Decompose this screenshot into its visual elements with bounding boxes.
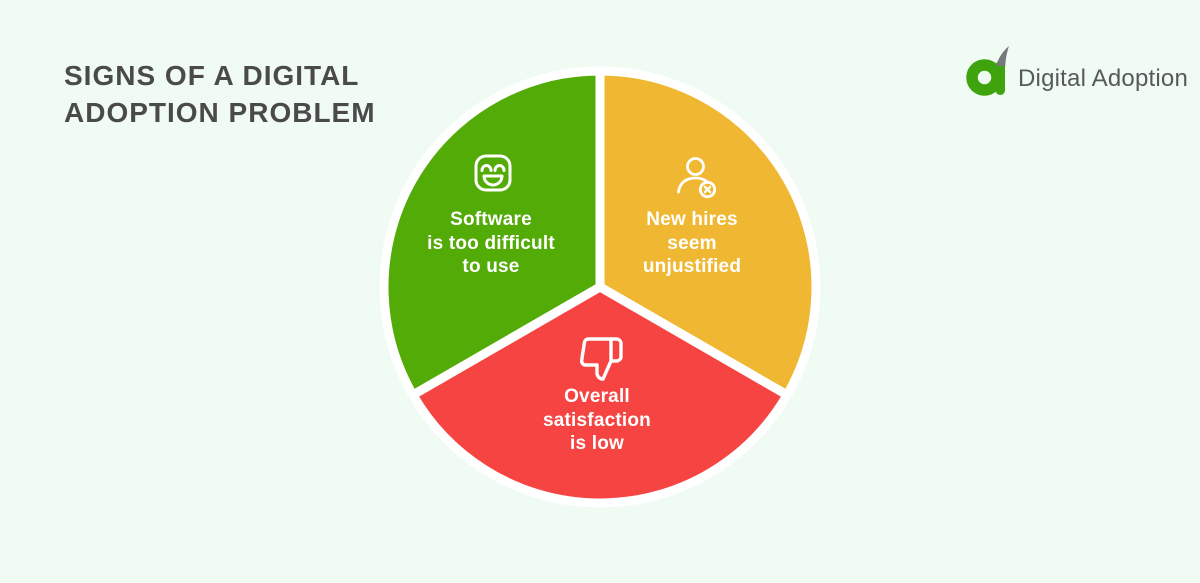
label-line: satisfaction	[543, 409, 651, 431]
label-line: is low	[570, 433, 624, 454]
page-title: SIGNS OF A DIGITAL ADOPTION PROBLEM	[64, 57, 376, 131]
pie-chart	[379, 66, 821, 508]
digital-adoption-logo-icon	[966, 46, 1010, 96]
label-line: Software	[450, 209, 532, 230]
title-line-2: ADOPTION PROBLEM	[64, 97, 376, 128]
label-line: is too difficult	[427, 232, 555, 254]
label-line: unjustified	[642, 256, 742, 277]
brand-logo: Digital Adoption	[966, 45, 1188, 97]
brand-name: Digital Adoption	[1018, 65, 1188, 92]
label-line: to use	[462, 256, 520, 277]
sad-face-icon	[474, 154, 512, 192]
label-line: seem	[667, 232, 717, 254]
label-line: New hires	[646, 209, 738, 230]
slice-label-new-hires: New hires seem unjustified	[602, 208, 782, 279]
user-x-icon	[677, 157, 717, 199]
pie-slice-satisfaction	[408, 282, 792, 508]
slice-label-satisfaction: Overall satisfaction is low	[507, 385, 687, 456]
title-line-1: SIGNS OF A DIGITAL	[64, 60, 360, 91]
thumbs-down-icon	[579, 337, 623, 381]
slice-label-software: Software is too difficult to use	[401, 208, 581, 279]
label-line: Overall	[564, 386, 630, 407]
